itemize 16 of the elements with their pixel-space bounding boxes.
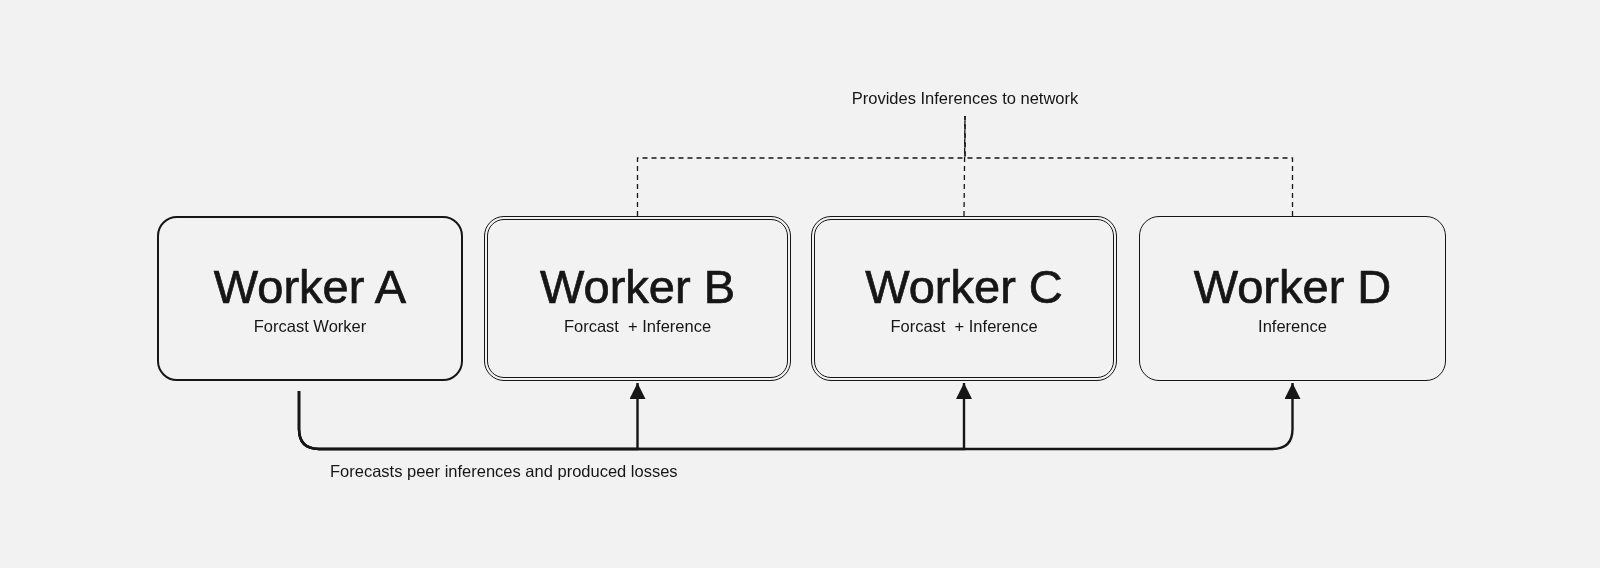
dashed-connector [964,115,1294,217]
worker-title: Worker B [540,260,735,313]
worker-title: Worker A [213,260,407,313]
worker-title: Worker C [865,260,1063,313]
bracket-label: Provides Inferences to network [851,88,1079,108]
flow-note: Forecasts peer inferences and produced losses [330,462,678,481]
worker-title: Worker D [1193,260,1392,313]
worker-box [157,216,463,381]
worker-box [484,216,791,381]
worker-box [811,216,1117,381]
worker-role: Forcast + Inference [890,315,1038,337]
worker-role: Forcast + Inference [563,315,712,337]
worker-role: Inference [1258,315,1327,337]
worker-box [1139,216,1446,381]
worker-role: Forcast Worker [253,315,367,337]
arrow [297,383,1301,451]
